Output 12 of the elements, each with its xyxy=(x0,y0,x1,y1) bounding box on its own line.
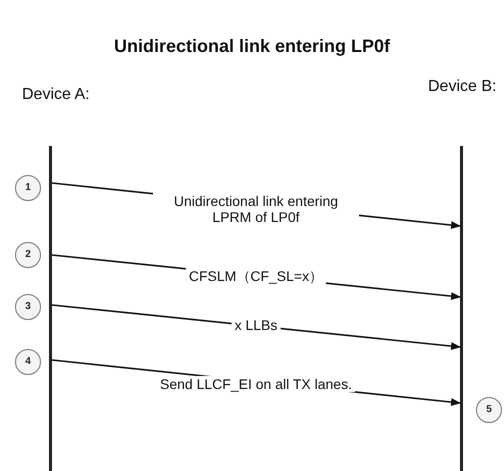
lifeline-heading: Device A: xyxy=(22,86,90,104)
step-number: 4 xyxy=(15,349,41,375)
lifeline-heading: Device B: xyxy=(428,78,496,96)
edge-label: CFSLM（CF_SL=x） xyxy=(186,268,326,286)
edge-label: x LLBs xyxy=(232,317,280,333)
step-number: 2 xyxy=(15,242,41,268)
step-number: 1 xyxy=(15,175,41,201)
diagram-title: Unidirectional link entering LP0f xyxy=(112,36,392,57)
message-arrow xyxy=(52,304,461,350)
step-number: 5 xyxy=(476,397,502,423)
step-number: 3 xyxy=(15,294,41,320)
edge-label: Unidirectional link entering LPRM of LP0f xyxy=(153,193,359,225)
